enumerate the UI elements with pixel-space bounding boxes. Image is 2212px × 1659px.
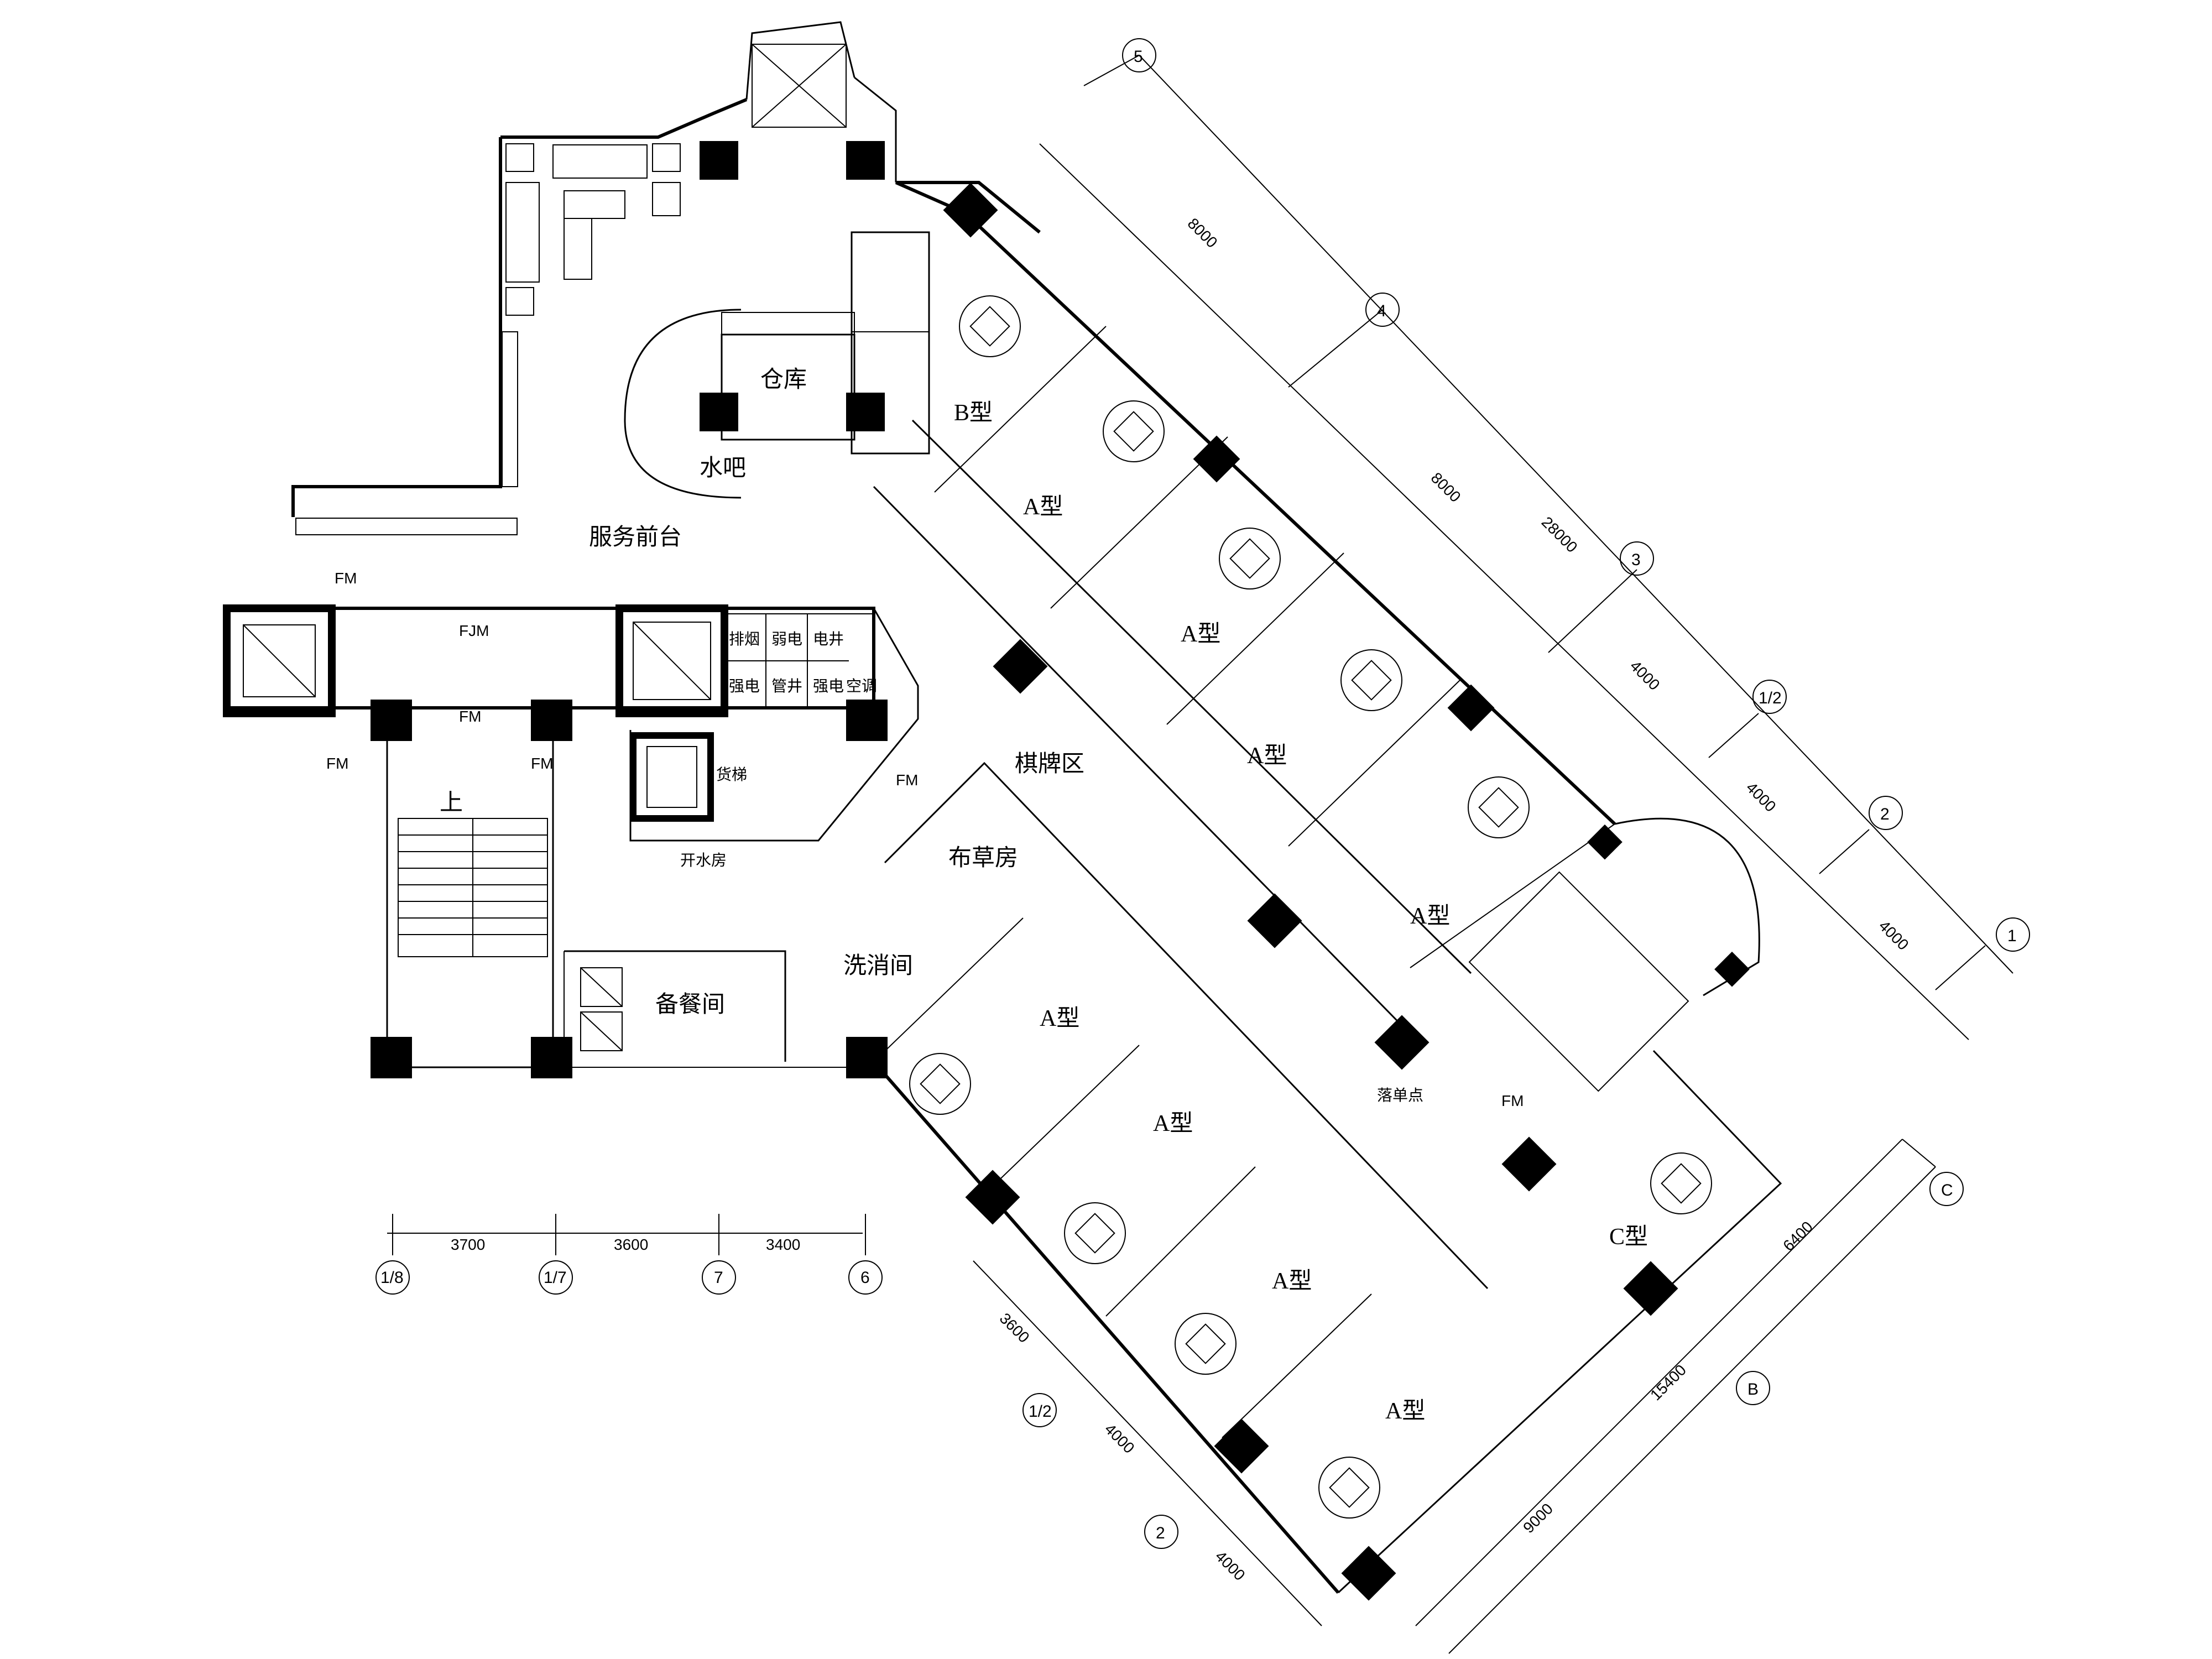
dim-upper-4: 4000 xyxy=(1627,657,1663,693)
room-water-bar: 水吧 xyxy=(700,456,746,481)
table-b-type xyxy=(959,295,1021,357)
upper-right-dimension-lines xyxy=(1039,55,2013,1040)
label-fm-corridor: FM xyxy=(896,771,918,789)
room-boiling-water: 开水房 xyxy=(680,852,727,869)
room-linen: 布草房 xyxy=(948,846,1018,871)
room-type-a-6: A型 xyxy=(1153,1111,1193,1136)
label-fm-right: FM xyxy=(531,755,553,772)
room-type-c: C型 xyxy=(1609,1224,1648,1250)
axis-right-1-2: 1/2 xyxy=(1759,689,1782,707)
room-type-a-5: A型 xyxy=(1040,1006,1079,1031)
table-a5 xyxy=(909,1053,971,1115)
planter-top xyxy=(721,312,855,335)
dim-upper-5: 4000 xyxy=(1743,779,1780,815)
utility-room-4: 管井 xyxy=(771,677,802,695)
planter-left xyxy=(502,331,518,487)
table-a6 xyxy=(1064,1202,1126,1264)
axis-right-3: 3 xyxy=(1631,551,1641,569)
axis-lower-1-2: 1/2 xyxy=(1029,1402,1052,1421)
room-type-a-3: A型 xyxy=(1247,743,1287,769)
label-fm-lower: FM xyxy=(1501,1092,1524,1109)
elevator-left xyxy=(223,604,336,717)
dim-lower-2: 15400 xyxy=(1647,1361,1689,1404)
label-fm-left: FM xyxy=(326,755,348,772)
label-stair-up: 上 xyxy=(440,790,463,816)
axis-lower-c: C xyxy=(1941,1181,1953,1199)
elevator-center xyxy=(615,604,728,717)
pantry-lifts xyxy=(580,967,623,1051)
dim-upper-6: 4000 xyxy=(1876,917,1912,953)
planter-bottom xyxy=(295,518,518,535)
utility-room-7: 空调 xyxy=(846,677,877,695)
axis-lower-b: B xyxy=(1747,1380,1759,1399)
axis-bottom-1-7: 1/7 xyxy=(544,1269,567,1287)
room-type-a-7: A型 xyxy=(1272,1269,1312,1294)
label-fm-center: FM xyxy=(459,708,481,725)
dim-bottom-3: 3400 xyxy=(766,1236,800,1253)
utility-room-5: 电井 xyxy=(813,630,844,648)
top-stair-bay xyxy=(752,44,847,128)
utility-room-1: 排烟 xyxy=(729,630,760,648)
axis-right-1: 1 xyxy=(2007,927,2017,945)
lower-right-axis-bubbles xyxy=(1022,1172,1964,1549)
lounge-sofa-set xyxy=(505,143,681,316)
room-type-b: B型 xyxy=(954,400,993,426)
axis-bottom-6: 6 xyxy=(860,1269,870,1287)
dim-bottom-2: 3600 xyxy=(614,1236,648,1253)
utility-grid xyxy=(724,613,874,708)
dim-lower-6: 4000 xyxy=(1212,1547,1249,1584)
upper-right-axis-bubbles xyxy=(1122,38,2030,952)
dim-lower-5: 4000 xyxy=(1102,1420,1138,1457)
room-type-a-1: A型 xyxy=(1023,494,1063,520)
table-a3 xyxy=(1340,649,1402,711)
room-freight-elevator: 货梯 xyxy=(716,766,747,783)
diagonal-wing xyxy=(872,181,1782,1594)
bottom-axis-bubbles xyxy=(375,1260,883,1295)
axis-bottom-1-8: 1/8 xyxy=(380,1269,404,1287)
axis-right-4: 4 xyxy=(1377,302,1386,320)
dim-upper-1: 8000 xyxy=(1185,215,1221,251)
axis-lower-2: 2 xyxy=(1156,1524,1165,1542)
room-service-desk: 服务前台 xyxy=(589,525,682,550)
table-a7 xyxy=(1175,1313,1237,1375)
table-a2 xyxy=(1219,528,1281,589)
axis-right-2: 2 xyxy=(1880,805,1890,823)
utility-room-6: 强电 xyxy=(813,677,844,695)
utility-room-3: 强电 xyxy=(729,677,760,695)
area-mahjong: 棋牌区 xyxy=(1015,752,1084,777)
lower-right-dimension-lines xyxy=(973,1139,1936,1654)
label-order-point: 落单点 xyxy=(1377,1087,1423,1104)
dim-lower-1: 6400 xyxy=(1780,1218,1816,1254)
room-type-a-4: A型 xyxy=(1410,904,1450,929)
table-c-type xyxy=(1650,1152,1712,1214)
dim-lower-4: 3600 xyxy=(997,1310,1033,1346)
lobby-walls xyxy=(291,21,1041,517)
freight-elevator xyxy=(630,732,714,822)
axis-right-5: 5 xyxy=(1134,48,1143,66)
dim-lower-3: 9000 xyxy=(1520,1500,1556,1536)
axis-bottom-7: 7 xyxy=(714,1269,723,1287)
left-stair xyxy=(398,818,548,957)
utility-room-2: 弱电 xyxy=(771,630,802,648)
room-type-a-8: A型 xyxy=(1385,1399,1425,1424)
room-type-a-2: A型 xyxy=(1181,622,1220,647)
room-pantry: 备餐间 xyxy=(655,992,725,1018)
structural-columns xyxy=(371,141,1750,1601)
room-storage: 仓库 xyxy=(760,367,807,393)
table-a4 xyxy=(1468,776,1530,838)
room-washing: 洗消间 xyxy=(843,953,913,979)
label-fjm: FJM xyxy=(459,622,489,639)
table-a1 xyxy=(1103,400,1165,462)
bottom-dimension-line xyxy=(387,1214,866,1255)
label-fm-lobby: FM xyxy=(335,570,357,587)
dim-bottom-1: 3700 xyxy=(451,1236,485,1253)
table-a8 xyxy=(1318,1457,1380,1519)
dim-upper-2: 8000 xyxy=(1428,469,1464,505)
dim-upper-3: 28000 xyxy=(1538,513,1581,556)
